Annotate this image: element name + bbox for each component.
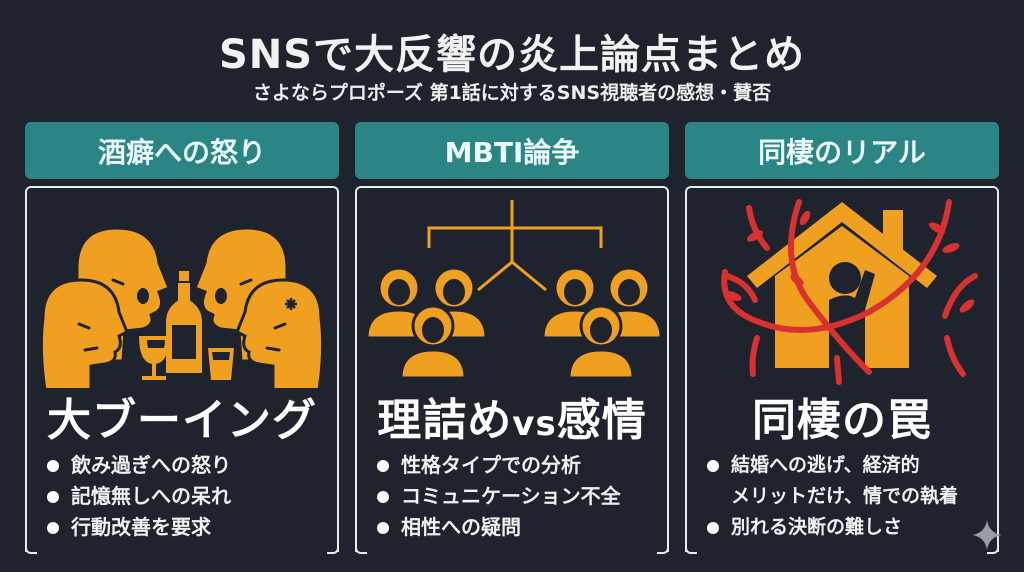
list-item: 別れる決断の難しさ <box>703 512 993 543</box>
page-subtitle: さよならプロポーズ 第1話に対するSNS視聴者の感想・賛否 <box>252 82 772 104</box>
list-item: 性格タイプでの分析 <box>373 450 663 481</box>
column-heading: 酒癖への怒り <box>25 122 339 179</box>
big-label: 理詰めvs感情 <box>377 395 647 446</box>
column-heading: MBTI論争 <box>355 122 669 179</box>
topic-card: 同棲の罠 結婚への逃げ、経済的 メリットだけ、情での執着 別れる決断の難しさ <box>685 186 999 554</box>
column-cohabitation: 同棲のリアル <box>685 122 999 554</box>
list-item: 結婚への逃げ、経済的 メリットだけ、情での執着 <box>703 450 993 512</box>
column-drinking: 酒癖への怒り <box>25 122 339 554</box>
bullet-icon <box>707 460 719 472</box>
topic-card: 理詰めvs感情 性格タイプでの分析 コミュニケーション不全 相性への疑問 <box>355 186 669 554</box>
big-label: 大ブーイング <box>47 395 317 446</box>
big-label: 同棲の罠 <box>752 395 932 446</box>
sparkle-icon <box>972 520 1002 550</box>
list-item: 行動改善を要求 <box>43 512 333 543</box>
page-title: SNSで大反響の炎上論点まとめ <box>218 32 806 78</box>
trapped-house-icon <box>721 199 978 385</box>
column-mbti: MBTI論争 <box>355 122 669 554</box>
topic-card: 大ブーイング 飲み過ぎへの怒り 記憶無しへの呆れ 行動改善を要求 <box>25 186 339 554</box>
angry-drinkers-icon <box>39 226 325 388</box>
bullet-icon <box>377 460 389 472</box>
point-list: 性格タイプでの分析 コミュニケーション不全 相性への疑問 <box>373 450 663 543</box>
split-groups-icon <box>365 200 663 380</box>
bullet-icon <box>377 522 389 534</box>
column-heading: 同棲のリアル <box>685 122 999 179</box>
bullet-icon <box>47 522 59 534</box>
list-item: 記憶無しへの呆れ <box>43 481 333 512</box>
bullet-icon <box>707 522 719 534</box>
bullet-icon <box>47 491 59 503</box>
list-item: 相性への疑問 <box>373 512 663 543</box>
list-item: 飲み過ぎへの怒り <box>43 450 333 481</box>
bullet-icon <box>377 491 389 503</box>
bullet-icon <box>47 460 59 472</box>
point-list: 飲み過ぎへの怒り 記憶無しへの呆れ 行動改善を要求 <box>43 450 333 543</box>
list-item: コミュニケーション不全 <box>373 481 663 512</box>
point-list: 結婚への逃げ、経済的 メリットだけ、情での執着 別れる決断の難しさ <box>703 450 993 543</box>
